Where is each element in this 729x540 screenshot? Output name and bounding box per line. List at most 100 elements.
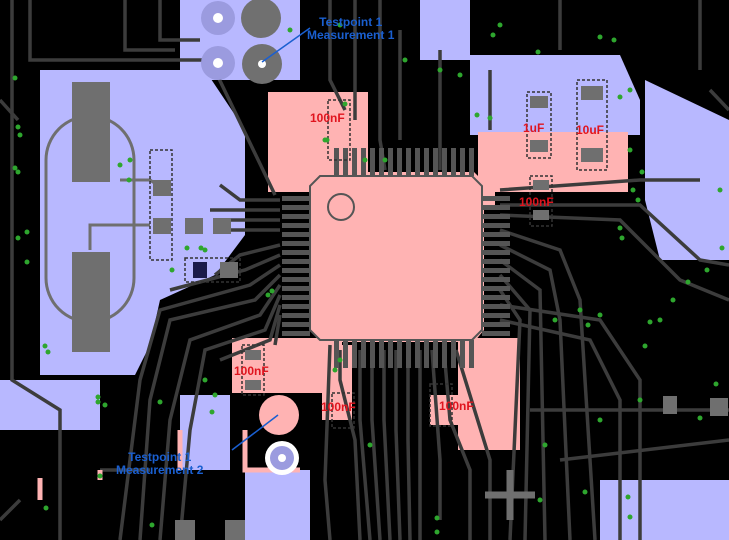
via (127, 157, 133, 163)
via (697, 415, 703, 421)
via (15, 169, 21, 175)
via (332, 367, 338, 373)
cap-label-100nf-right: 100nF (519, 195, 554, 209)
via (95, 394, 101, 400)
via (342, 101, 348, 107)
via (434, 515, 440, 521)
via (487, 115, 493, 121)
mcu-pin (282, 331, 310, 336)
mcu-pin (361, 340, 366, 368)
via (212, 392, 218, 398)
mcu-pin (451, 340, 456, 368)
mcu-pin (482, 259, 510, 264)
via (402, 57, 408, 63)
thick-trace (485, 470, 535, 520)
via (535, 49, 541, 55)
mcu-pin (282, 322, 310, 327)
annotation-line-1: Testpoint 1 (319, 15, 383, 29)
via (43, 505, 49, 511)
via (685, 279, 691, 285)
mcu-pin (482, 295, 510, 300)
mcu-pin (282, 250, 310, 255)
via (15, 235, 21, 241)
mcu-pin (282, 313, 310, 318)
mcu-chip (309, 175, 483, 341)
mcu-pin (282, 277, 310, 282)
mcu-pin (282, 268, 310, 273)
via (24, 229, 30, 235)
mcu-pins (282, 148, 510, 368)
via (585, 322, 591, 328)
via (367, 442, 373, 448)
via (577, 307, 583, 313)
via (670, 297, 676, 303)
via (24, 259, 30, 265)
via (611, 37, 617, 43)
via (582, 489, 588, 495)
mcu-pin (482, 214, 510, 219)
via (704, 267, 710, 273)
testpoint-annotation-measurement-1: Testpoint 1 Measurement 1 (307, 16, 394, 42)
via (434, 529, 440, 535)
via (126, 177, 132, 183)
via (102, 402, 108, 408)
via (117, 162, 123, 168)
via (635, 197, 641, 203)
mcu-pin (397, 340, 402, 368)
via (713, 381, 719, 387)
mcu-pin (433, 148, 438, 176)
mcu-pin (334, 148, 339, 176)
mcu-pin (433, 340, 438, 368)
annotation-line-2: Measurement 2 (116, 463, 204, 477)
cap-label-10uf: 10uF (576, 123, 605, 137)
via (627, 87, 633, 93)
via (12, 165, 18, 171)
via (362, 157, 368, 163)
cap-label-100nf-bottom-left: 100nF (234, 364, 269, 378)
via (474, 112, 480, 118)
via (457, 72, 463, 78)
via (17, 132, 23, 138)
mcu-pin (482, 304, 510, 309)
via (597, 34, 603, 40)
via (637, 397, 643, 403)
mcu-pin (482, 250, 510, 255)
via (184, 245, 190, 251)
capacitor-pads (245, 86, 603, 390)
mcu-pin (482, 196, 510, 201)
mcu-pin (482, 286, 510, 291)
mcu-pin (388, 340, 393, 368)
mcu-pin (482, 205, 510, 210)
mcu-pin (343, 340, 348, 368)
mcu-pin (424, 148, 429, 176)
via (382, 157, 388, 163)
via (542, 442, 548, 448)
mcu-pin (282, 232, 310, 237)
via (630, 187, 636, 193)
mcu-pin (482, 241, 510, 246)
via (627, 514, 633, 520)
via (12, 75, 18, 81)
cap-label-100nf-top: 100nF (310, 111, 345, 125)
via (149, 522, 155, 528)
mcu-pin (397, 148, 402, 176)
mcu-pin (424, 340, 429, 368)
mcu-pin (388, 148, 393, 176)
via (617, 225, 623, 231)
via (597, 312, 603, 318)
mcu-pin (370, 340, 375, 368)
via (552, 317, 558, 323)
via (337, 22, 343, 28)
via (45, 349, 51, 355)
vias (12, 22, 725, 535)
via (657, 317, 663, 323)
via (537, 497, 543, 503)
testpoint-annotation-measurement-2: Testpoint 1 Measurement 2 (116, 451, 203, 477)
via (625, 494, 631, 500)
mcu-pin (334, 340, 339, 368)
via (157, 399, 163, 405)
mcu-pin (343, 148, 348, 176)
via (95, 399, 101, 405)
mcu-pin (460, 340, 465, 368)
testpoints-bottom (259, 395, 299, 475)
